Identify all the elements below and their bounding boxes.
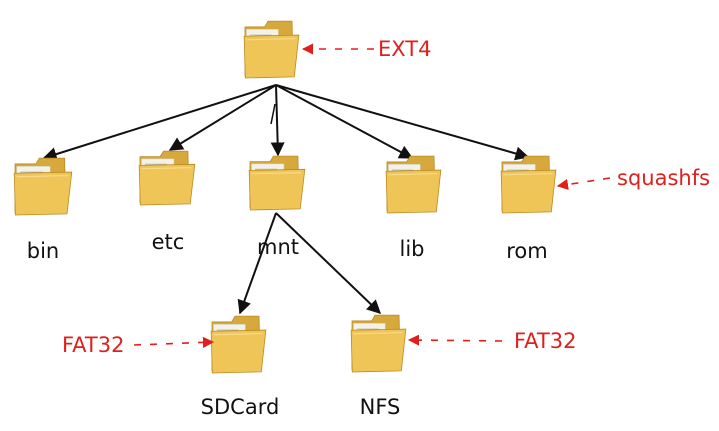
folder-label-lib: lib xyxy=(400,237,425,261)
edges-layer xyxy=(42,84,530,315)
annotation-arrow-sdcard xyxy=(133,336,215,348)
annotation-label-nfs: FAT32 xyxy=(514,329,576,353)
folder-label-sdcard: SDCard xyxy=(201,395,280,419)
edge-root-rom xyxy=(275,84,530,161)
folder-label-bin: bin xyxy=(27,239,59,263)
edge-tick-mark xyxy=(270,103,276,125)
folder-label-nfs: NFS xyxy=(360,395,401,419)
folder-label-etc: etc xyxy=(152,230,185,254)
edge-root-bin xyxy=(42,84,277,161)
folder-icon[interactable] xyxy=(248,155,306,211)
edge-mnt-sdcard xyxy=(237,212,277,315)
edge-mnt-nfs xyxy=(275,212,382,314)
folder-icon[interactable] xyxy=(13,157,73,216)
edge-root-mnt xyxy=(270,84,285,157)
annotation-arrow-nfs xyxy=(407,334,503,346)
folder-label-mnt: mnt xyxy=(257,235,299,259)
annotation-label-root: EXT4 xyxy=(378,37,431,61)
folder-icon[interactable] xyxy=(500,155,557,214)
folder-icon[interactable] xyxy=(350,314,407,373)
folders-layer xyxy=(13,20,557,374)
folder-icon[interactable] xyxy=(138,150,196,206)
folder-icon[interactable] xyxy=(210,315,267,374)
edge-root-lib xyxy=(275,84,414,159)
annotation-label-rom: squashfs xyxy=(617,166,710,190)
folder-label-rom: rom xyxy=(506,239,547,263)
folder-icon[interactable] xyxy=(243,20,300,79)
edge-root-etc xyxy=(168,84,277,151)
annotation-label-sdcard: FAT32 xyxy=(62,333,124,357)
annotation-arrow-rom xyxy=(556,177,611,191)
folder-icon[interactable] xyxy=(385,155,442,214)
